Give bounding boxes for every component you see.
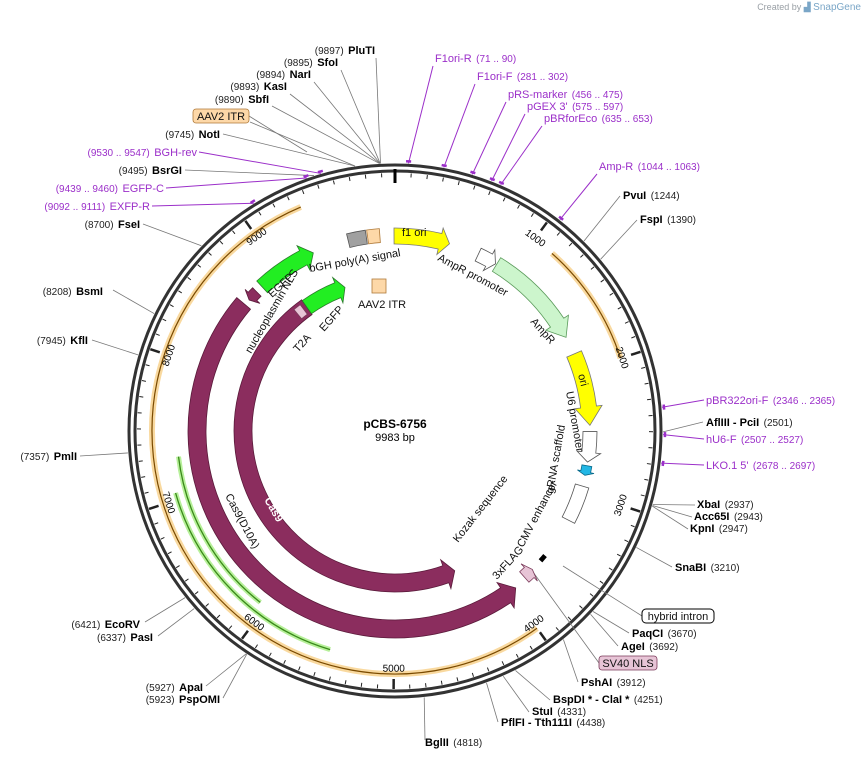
- primer-label-hu6-f[interactable]: hU6-F (2507 .. 2527): [706, 430, 803, 447]
- feature-label-egfp-inner: EGFP: [317, 304, 346, 334]
- feature-ampr-promoter: [474, 247, 496, 272]
- tick-label-1000: 1000: [523, 228, 548, 250]
- site-label-snabi[interactable]: SnaBI (3210): [675, 558, 740, 575]
- site-label-clai[interactable]: BspDI * - ClaI * (4251): [553, 690, 663, 707]
- primer-label-f1ori-r[interactable]: F1ori-R (71 .. 90): [435, 49, 516, 66]
- feature-aav2-itr-inner: [371, 278, 387, 294]
- backbone-outer: [127, 163, 663, 699]
- feature-grna-scaffold: [577, 464, 595, 476]
- leader-lines: [79, 57, 705, 741]
- primer-label-f1ori-f[interactable]: F1ori-F (281 .. 302): [477, 67, 568, 84]
- tick-label-5000: 5000: [383, 664, 406, 675]
- plasmid-size: 9983 bp: [375, 432, 415, 444]
- feature-f1-ori: [393, 226, 450, 256]
- feature-nucleoplasmin-nls: [244, 287, 262, 304]
- credit-brand: SnapGene: [813, 2, 861, 13]
- snapgene-logo-icon: ▟: [803, 2, 811, 12]
- feature-label-bgh-polya: bGH poly(A) signal: [308, 247, 401, 275]
- primer-label-exfp-r[interactable]: (9092 .. 9111) EXFP-R: [44, 197, 150, 214]
- primer-labels: F1ori-R (71 .. 90) F1ori-F (281 .. 302) …: [44, 49, 835, 473]
- site-label-ecorv[interactable]: (6421) EcoRV: [71, 615, 140, 632]
- feature-aav2-itr-outer: [366, 228, 381, 245]
- primer-label-pbrforeco[interactable]: pBRforEco (635 .. 653): [544, 109, 653, 126]
- feature-label-t2a: T2A: [291, 331, 314, 355]
- orf-glow-ampr: [549, 251, 624, 360]
- feature-cas9-d10a: [187, 297, 517, 639]
- svg-text:SV40 NLS: SV40 NLS: [602, 658, 653, 670]
- tick-label-9000: 9000: [245, 226, 270, 248]
- site-labels-right: PvuI (1244) FspI (1390) AflIII - PciI (2…: [501, 186, 793, 730]
- feature-egfp-inner: [301, 276, 346, 315]
- boxed-label-aav2-itr[interactable]: AAV2 ITR: [192, 108, 250, 124]
- svg-text:hybrid intron: hybrid intron: [648, 611, 709, 623]
- snapgene-credit: Created by ▟ SnapGene: [757, 2, 861, 13]
- site-label-fsei[interactable]: (8700) FseI: [85, 215, 140, 232]
- feature-cas9: [233, 299, 456, 593]
- primer-label-prs-marker[interactable]: pRS-marker (456 .. 475): [508, 85, 623, 102]
- orf-line-main: [151, 206, 538, 675]
- svg-text:AAV2 ITR: AAV2 ITR: [197, 111, 245, 123]
- feature-label-cmv-enhancer: CMV enhancer: [515, 479, 560, 550]
- boxed-label-sv40-nls[interactable]: SV40 NLS: [598, 655, 658, 671]
- feature-label-aav2-itr-inner: AAV2 ITR: [358, 299, 406, 311]
- site-label-pmli[interactable]: (7357) PmlI: [20, 447, 77, 464]
- feature-t2a: [293, 304, 308, 320]
- orf-line-green2: [174, 492, 331, 651]
- site-label-xbai[interactable]: XbaI (2937): [697, 495, 754, 512]
- tick-label-8000: 8000: [161, 343, 179, 368]
- orf-line-green1: [177, 456, 261, 603]
- primer-label-amp-r[interactable]: Amp-R (1044 .. 1063): [599, 157, 700, 174]
- site-label-acc65i[interactable]: Acc65I (2943): [694, 507, 763, 524]
- site-label-kfli[interactable]: (7945) KflI: [37, 331, 88, 348]
- site-label-pflfi[interactable]: PflFI - Tth111I (4438): [501, 713, 605, 730]
- site-label-fspi[interactable]: FspI (1390): [640, 210, 696, 227]
- site-label-pspomi[interactable]: (5923) PspOMI: [146, 690, 220, 707]
- orf-line-ampr: [551, 252, 622, 359]
- tick-label-3000: 3000: [613, 493, 631, 518]
- feature-ampr: [491, 257, 569, 338]
- site-label-bglii[interactable]: BglII (4818): [425, 733, 482, 750]
- site-label-agei[interactable]: AgeI (3692): [621, 637, 678, 654]
- feature-bgh-polya: [346, 229, 368, 248]
- feature-kozak: [538, 554, 547, 563]
- boxed-label-hybrid-intron[interactable]: hybrid intron: [641, 608, 715, 624]
- site-label-afliii-pcii[interactable]: AflIII - PciI (2501): [706, 413, 793, 430]
- site-label-bsmi[interactable]: (8208) BsmI: [43, 282, 103, 299]
- plasmid-name: pCBS-6756: [363, 417, 427, 431]
- feature-u6-promoter: [575, 431, 602, 463]
- features: [149, 204, 624, 677]
- site-label-noti[interactable]: (9745) NotI: [165, 125, 220, 142]
- site-label-pshai[interactable]: PshAI (3912): [581, 673, 646, 690]
- site-label-pasi[interactable]: (6337) PasI: [97, 628, 153, 645]
- primer-label-lko1-5[interactable]: LKO.1 5' (2678 .. 2697): [706, 456, 815, 473]
- site-label-stui[interactable]: StuI (4331): [532, 702, 586, 719]
- feature-cmv-enhancer: [561, 483, 590, 524]
- feature-label-f1-ori: f1 ori: [402, 227, 426, 239]
- site-label-nari[interactable]: (9894) NarI: [256, 65, 311, 82]
- feature-3xflag: [519, 563, 538, 583]
- site-label-kasi[interactable]: (9893) KasI: [230, 77, 287, 94]
- site-labels-left: (9897) PluTI (9895) SfoI (9894) NarI (98…: [20, 41, 482, 750]
- site-label-sbfi[interactable]: (9890) SbfI: [215, 90, 269, 107]
- primer-label-egfp-c[interactable]: (9439 .. 9460) EGFP-C: [56, 179, 164, 196]
- feature-label-3xflag: 3xFLAG: [490, 544, 526, 582]
- feature-egfp-outer: [256, 244, 314, 294]
- primer-label-pgex3[interactable]: pGEX 3' (575 .. 597): [527, 97, 623, 114]
- site-label-bsrgi[interactable]: (9495) BsrGI: [119, 161, 182, 178]
- site-label-apai[interactable]: (5927) ApaI: [146, 678, 203, 695]
- feature-label-kozak: Kozak sequence: [451, 473, 511, 544]
- primer-label-bgh-rev[interactable]: (9530 .. 9547) BGH-rev: [88, 143, 198, 160]
- credit-prefix: Created by: [757, 2, 802, 12]
- tick-label-2000: 2000: [613, 346, 630, 371]
- site-label-sfoi[interactable]: (9895) SfoI: [284, 53, 338, 70]
- feature-ori: [566, 350, 603, 427]
- tick-marks: [137, 169, 654, 690]
- site-label-pluti[interactable]: (9897) PluTI: [315, 41, 375, 58]
- site-label-kpni[interactable]: KpnI (2947): [690, 519, 748, 536]
- site-label-paqci[interactable]: PaqCI (3670): [632, 624, 697, 641]
- primer-label-pbr322ori-f[interactable]: pBR322ori-F (2346 .. 2365): [706, 391, 835, 408]
- feature-label-ori: ori: [575, 373, 590, 388]
- site-label-pvui[interactable]: PvuI (1244): [623, 186, 680, 203]
